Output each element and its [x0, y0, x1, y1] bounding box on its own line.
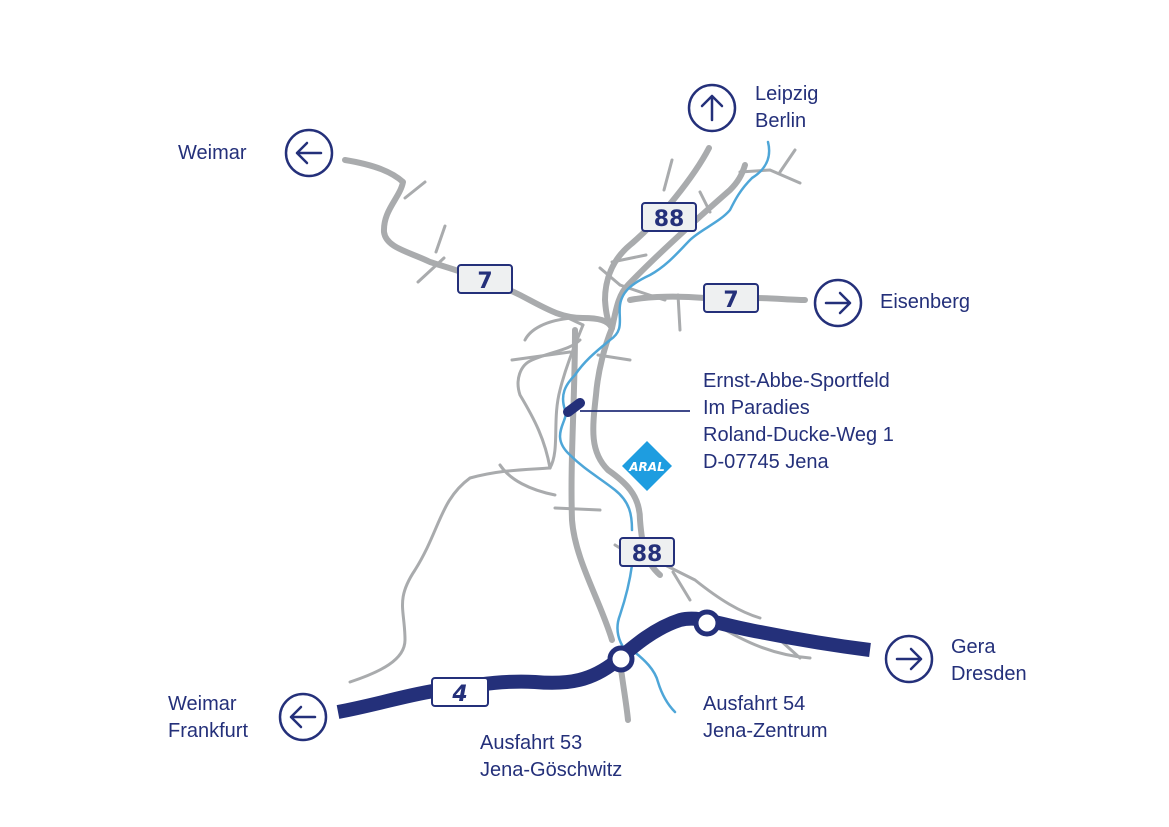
- label-line: Weimar: [178, 142, 247, 164]
- label-line: Dresden: [951, 663, 1027, 685]
- arrow-up-icon: [687, 83, 737, 133]
- arrow-left-icon: [278, 692, 328, 742]
- label-north: Leipzig Berlin: [755, 81, 818, 135]
- exit-number: Ausfahrt 53: [480, 732, 583, 754]
- label-east: Eisenberg: [880, 289, 970, 316]
- arrow-right-icon: [813, 278, 863, 328]
- svg-text:7: 7: [723, 288, 738, 313]
- shield-a4: 4: [431, 677, 489, 707]
- svg-text:ARAL: ARAL: [628, 460, 664, 474]
- label-line: Leipzig: [755, 83, 819, 105]
- label-line: Berlin: [755, 110, 807, 132]
- exit-number: Ausfahrt 54: [703, 693, 806, 715]
- arrow-left-icon: [284, 128, 334, 178]
- exit-54-label: Ausfahrt 54 Jena-Zentrum: [703, 691, 828, 745]
- svg-text:4: 4: [451, 682, 467, 707]
- venue-city: D-07745 Jena: [703, 451, 829, 473]
- label-northwest: Weimar: [178, 140, 247, 167]
- shield-b7-east: 7: [703, 283, 759, 313]
- svg-text:88: 88: [654, 207, 685, 232]
- shield-b7-west: 7: [457, 264, 513, 294]
- svg-text:7: 7: [477, 269, 492, 294]
- label-line: Eisenberg: [880, 291, 971, 313]
- shield-b88-south: 88: [619, 537, 675, 567]
- exit-53-label: Ausfahrt 53 Jena-Göschwitz: [480, 730, 622, 784]
- label-southeast: Gera Dresden: [951, 634, 1027, 688]
- exit-53-marker[interactable]: [607, 645, 635, 673]
- exit-54-marker[interactable]: [693, 609, 721, 637]
- venue-name: Ernst-Abbe-Sportfeld: [703, 370, 890, 392]
- svg-text:88: 88: [632, 542, 663, 567]
- venue-area: Im Paradies: [703, 397, 810, 419]
- label-southwest: Weimar Frankfurt: [168, 691, 248, 745]
- major-roads: [342, 145, 808, 723]
- river-saale: [558, 140, 771, 714]
- shield-b88-north: 88: [641, 202, 697, 232]
- destination-address: Ernst-Abbe-Sportfeld Im Paradies Roland-…: [703, 368, 894, 476]
- aral-logo-icon: ARAL: [622, 441, 672, 491]
- label-line: Weimar: [168, 693, 237, 715]
- exit-name: Jena-Göschwitz: [480, 759, 623, 781]
- venue-street: Roland-Ducke-Weg 1: [703, 424, 894, 446]
- exit-name: Jena-Zentrum: [703, 720, 828, 742]
- venue-marker-icon[interactable]: [563, 398, 690, 417]
- arrow-right-icon: [884, 634, 934, 684]
- label-line: Frankfurt: [168, 720, 249, 742]
- label-line: Gera: [951, 636, 996, 658]
